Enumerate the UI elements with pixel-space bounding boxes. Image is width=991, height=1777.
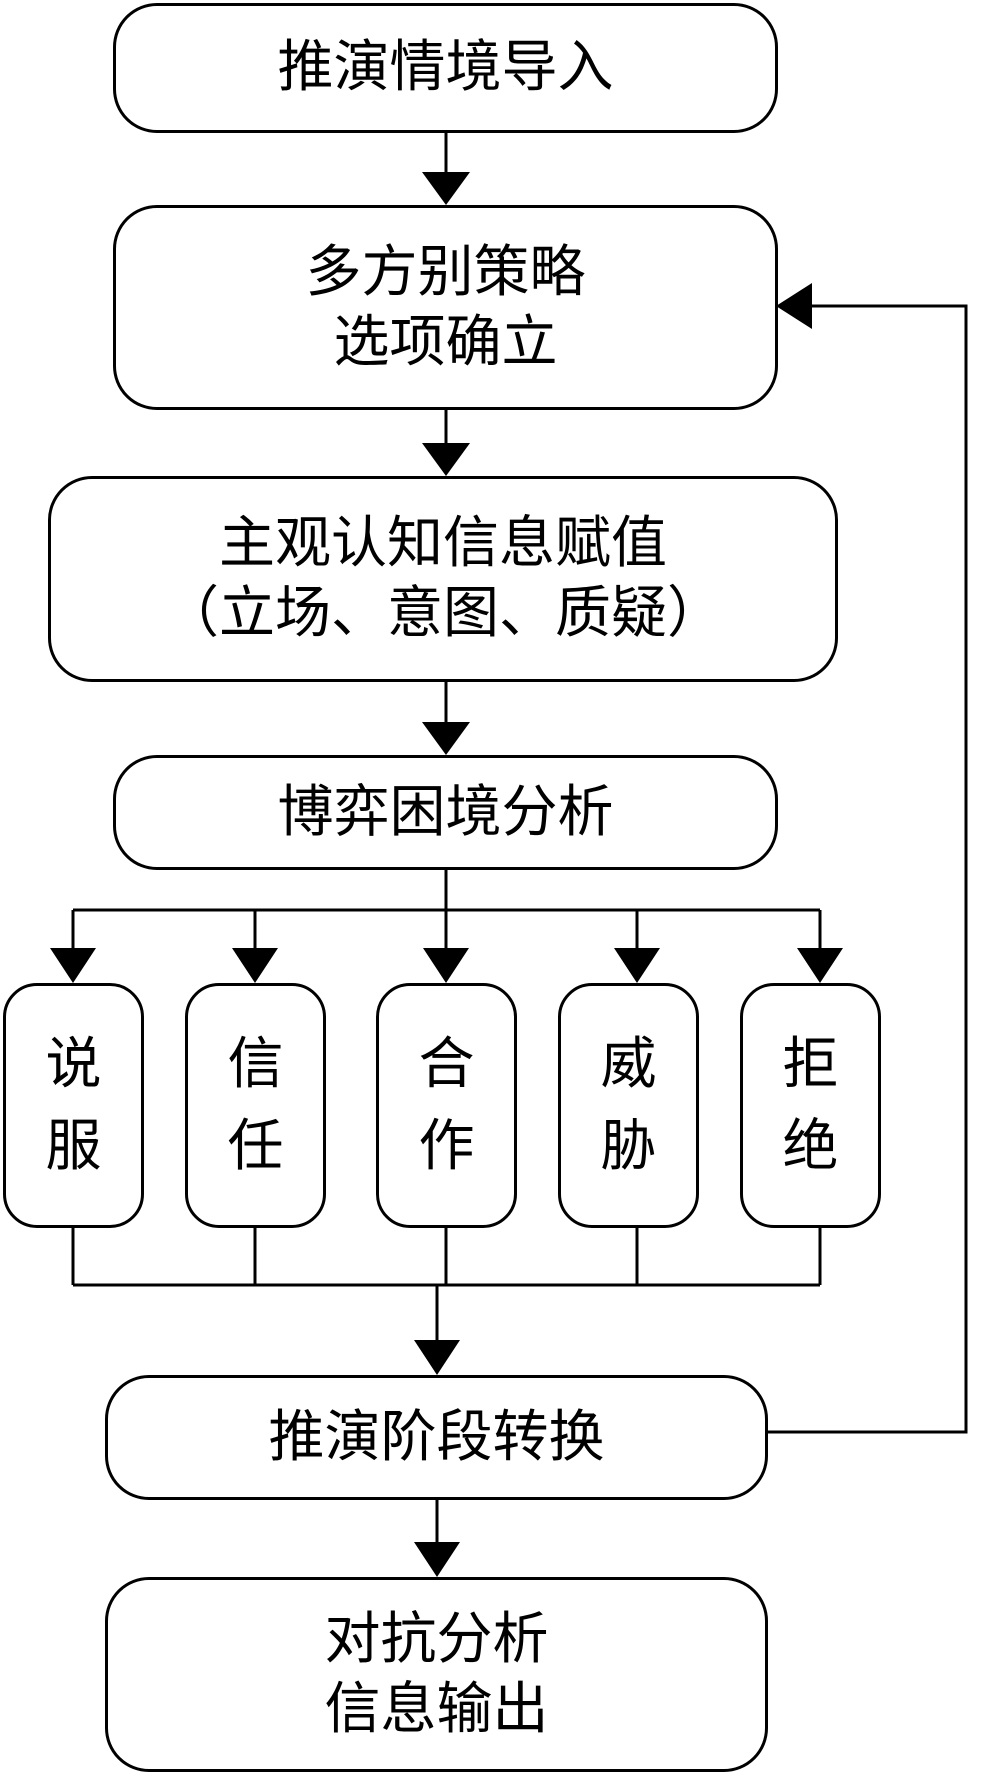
arrowhead-feedback-loop [776,283,812,329]
arrowhead-intro-to-strategy [422,172,470,205]
node-phase-transition-label: 推演阶段转换 [268,1404,605,1470]
arrowhead-strategy-to-cognition [422,443,470,476]
node-option-refuse-char-2: 绝 [782,1113,839,1179]
node-option-refuse: 拒 绝 [740,983,881,1228]
node-analysis-output: 对抗分析 信息输出 [105,1577,768,1772]
node-phase-transition: 推演阶段转换 [105,1375,768,1500]
node-option-trust-char-1: 信 [227,1032,284,1098]
node-option-cooperate-char-2: 作 [418,1113,475,1179]
node-game-dilemma: 博弈困境分析 [113,755,778,870]
feedback-loop [768,304,968,1434]
node-strategy-options: 多方别策略 选项确立 [113,205,778,410]
node-cognition-assignment-line-2: （立场、意图、质疑） [163,581,723,646]
node-strategy-options-line-1: 多方别策略 [305,239,586,305]
node-option-persuade-char-2: 服 [45,1113,102,1179]
node-option-trust: 信 任 [185,983,326,1228]
node-option-cooperate: 合 作 [376,983,517,1228]
node-cognition-assignment: 主观认知信息赋值 （立场、意图、质疑） [48,476,838,682]
node-analysis-output-line-1: 对抗分析 [324,1606,549,1672]
node-option-persuade-char-1: 说 [45,1032,102,1098]
node-game-dilemma-label: 博弈困境分析 [277,779,614,845]
arrowhead-to-refuse [797,948,843,983]
arrowhead-to-persuade [50,948,96,983]
arrowhead-cognition-to-dilemma [422,722,470,755]
node-option-threaten-char-1: 威 [600,1032,657,1098]
node-option-refuse-char-1: 拒 [782,1032,839,1098]
node-cognition-assignment-line-1: 主观认知信息赋值 [219,511,667,576]
node-option-cooperate-char-1: 合 [418,1032,475,1098]
node-option-trust-char-2: 任 [227,1113,284,1179]
node-scenario-intro-label: 推演情境导入 [277,35,614,100]
node-option-threaten: 威 胁 [558,983,699,1228]
arrowhead-to-cooperate [423,948,469,983]
node-option-threaten-char-2: 胁 [600,1113,657,1179]
node-option-persuade: 说 服 [3,983,144,1228]
arrowhead-transition-to-output [414,1542,460,1577]
arrowhead-to-trust [232,948,278,983]
arrowhead-to-threaten [614,948,660,983]
node-analysis-output-line-2: 信息输出 [324,1676,549,1742]
node-scenario-intro: 推演情境导入 [113,3,778,133]
node-strategy-options-line-2: 选项确立 [333,309,558,375]
arrowhead-merge-to-transition [414,1340,460,1375]
